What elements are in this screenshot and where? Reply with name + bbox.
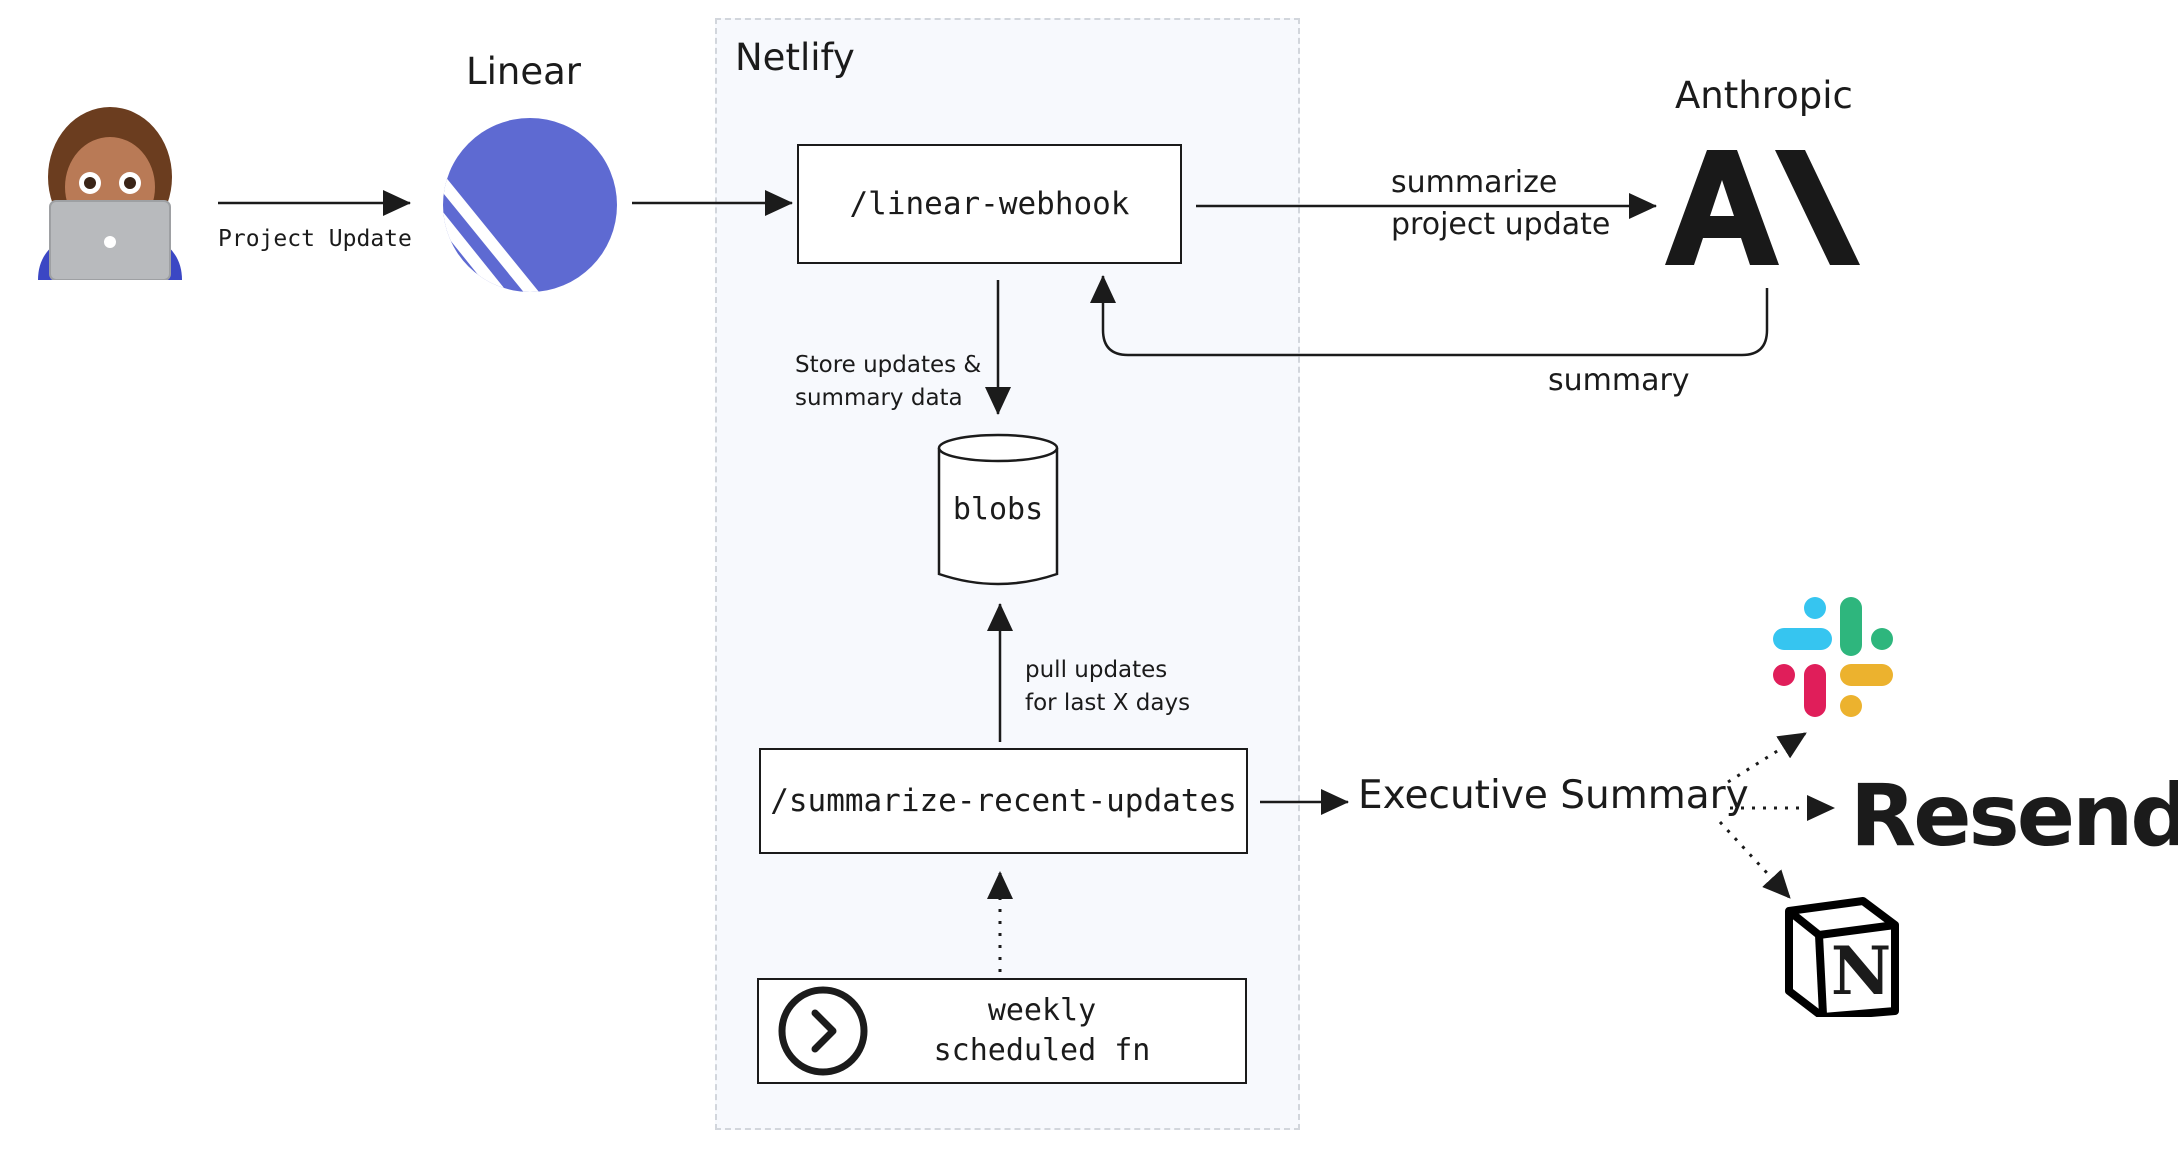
linear-title: Linear: [466, 50, 581, 93]
notion-icon: [1785, 897, 1899, 1021]
weekly-fn-line1: weekly: [987, 993, 1097, 1028]
arrow-anthropic-to-webhook: [1090, 275, 1769, 357]
linear-icon: [443, 118, 617, 292]
slack-icon: [1773, 597, 1893, 717]
weekly-fn-label: weekly scheduled fn: [869, 991, 1245, 1071]
linear-logo: [440, 115, 620, 295]
linear-webhook-box[interactable]: /linear-webhook: [797, 144, 1182, 264]
slack-logo: [1768, 592, 1898, 722]
netlify-title: Netlify: [735, 36, 855, 79]
summarize-recent-updates-box[interactable]: /summarize-recent-updates: [759, 748, 1248, 854]
notion-logo: N: [1783, 895, 1903, 1021]
pull-label: pull updates for last X days: [1025, 654, 1190, 720]
store-label: Store updates & summary data: [795, 349, 981, 415]
blobs-label: blobs: [952, 492, 1044, 527]
arrow-exec-to-slack: [1727, 731, 1807, 784]
store-label-line2: summary data: [795, 385, 963, 411]
developer-icon: [38, 107, 182, 281]
chevron-right-circle-icon: [778, 986, 868, 1076]
resend-logo: Resend: [1850, 766, 2178, 866]
executive-summary-label: Executive Summary: [1358, 773, 1749, 818]
anthropic-logo: [1665, 150, 1860, 265]
notion-letter: N: [1830, 932, 1892, 1010]
store-label-line1: Store updates &: [795, 352, 982, 378]
summarize-line1: summarize: [1391, 165, 1558, 200]
anthropic-icon: [1665, 150, 1860, 265]
database-icon: [937, 433, 1059, 586]
blobs-store[interactable]: blobs: [936, 432, 1060, 590]
project-update-caption: Project Update: [218, 226, 412, 252]
summarize-line2: project update: [1391, 207, 1611, 242]
arrow-exec-to-notion: [1718, 820, 1792, 900]
summary-label: summary: [1548, 363, 1690, 398]
summarize-label: summarize project update: [1391, 162, 1610, 246]
developer-avatar: [30, 105, 190, 281]
anthropic-title: Anthropic: [1675, 74, 1853, 117]
weekly-scheduled-fn-box[interactable]: weekly scheduled fn: [757, 978, 1247, 1084]
weekly-fn-line2: scheduled fn: [933, 1033, 1151, 1068]
schedule-icon-wrap: [777, 985, 869, 1077]
pull-label-line1: pull updates: [1025, 657, 1168, 683]
pull-label-line2: for last X days: [1025, 690, 1191, 716]
